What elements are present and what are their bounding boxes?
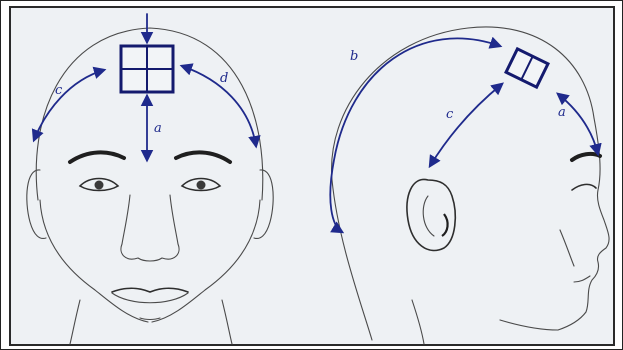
side-label-b: b (350, 49, 358, 64)
side-target-box (506, 49, 548, 87)
side-eye (572, 184, 596, 190)
side-eyebrow (572, 154, 600, 160)
front-distance-c-arrow (34, 70, 104, 140)
front-label-a: a (154, 121, 162, 136)
side-ear-inner (423, 196, 434, 236)
side-mouth (574, 276, 590, 282)
front-neck-left (70, 300, 80, 344)
front-label-c: c (55, 83, 63, 98)
side-ear-canal (442, 214, 448, 236)
side-ear (407, 179, 455, 250)
side-distance-c-arrow (430, 84, 502, 166)
front-left-eyebrow (70, 152, 124, 162)
side-head (332, 27, 610, 344)
side-cheek-line (560, 230, 574, 266)
side-distance-a-arrow (558, 94, 598, 154)
front-markings: a c d (34, 14, 256, 160)
front-face-right-contour (152, 200, 260, 322)
front-right-eyebrow (176, 152, 230, 162)
front-nose (121, 195, 179, 261)
front-left-pupil (95, 181, 104, 190)
front-right-pupil (197, 181, 206, 190)
front-distance-d-arrow (182, 66, 256, 146)
front-face-left-contour (40, 200, 148, 322)
side-skull-outline (332, 27, 594, 340)
side-markings: b c a (330, 38, 598, 232)
front-neck-right (222, 300, 232, 344)
side-label-c: c (446, 107, 454, 122)
side-distance-b-arrow (330, 38, 500, 232)
front-upper-lip (112, 288, 188, 292)
front-lower-lip (112, 293, 188, 303)
side-jawline (500, 320, 558, 330)
side-label-a: a (558, 105, 566, 120)
front-right-ear (254, 170, 273, 239)
front-label-d: d (220, 71, 228, 86)
side-face-profile (558, 118, 609, 330)
side-neck-back (412, 300, 424, 344)
front-chin-mark (140, 318, 160, 320)
